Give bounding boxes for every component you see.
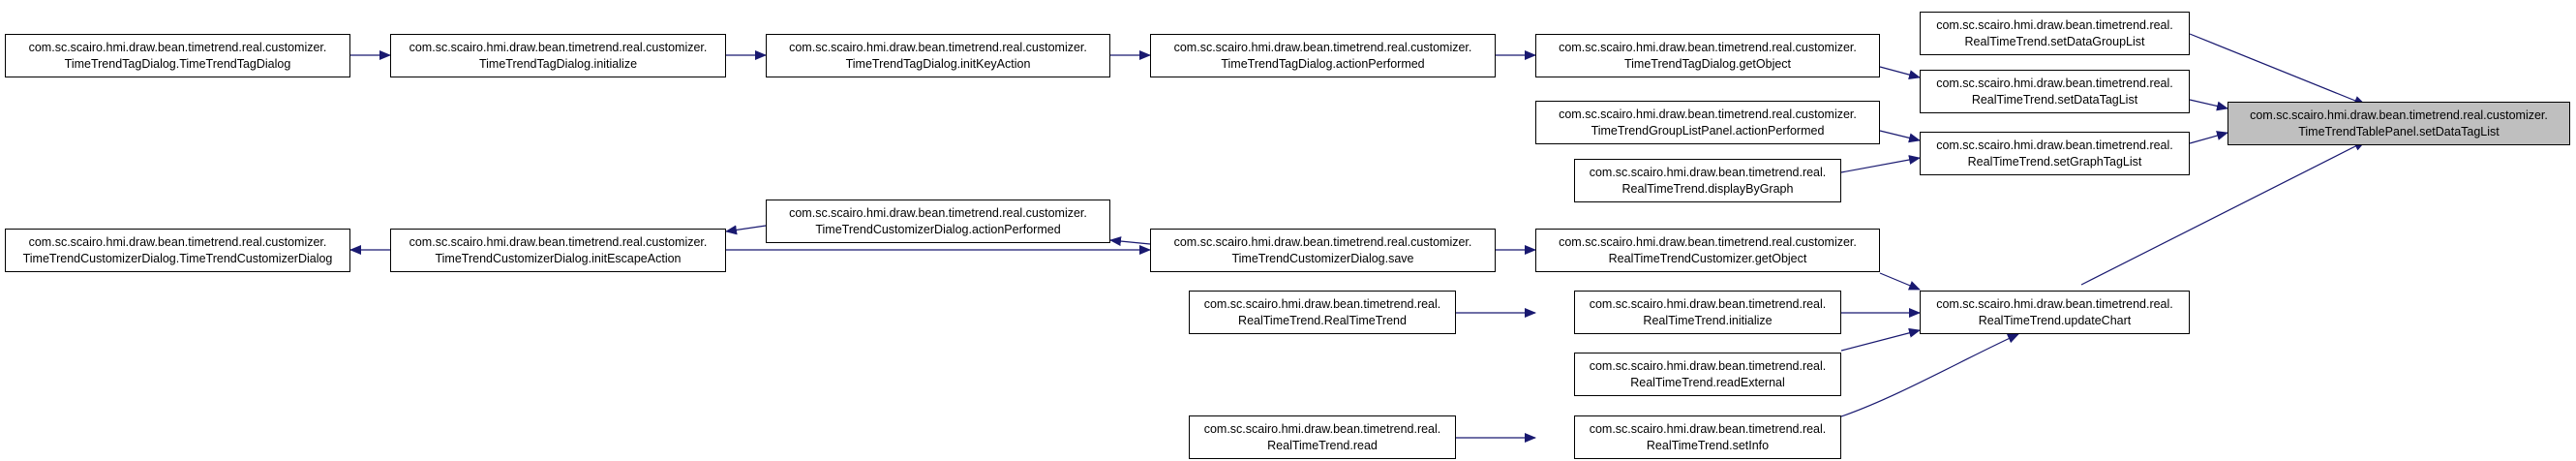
- node-realtimetrend-constructor[interactable]: com.sc.scairo.hmi.draw.bean.timetrend.re…: [1189, 291, 1456, 334]
- node-line-1: com.sc.scairo.hmi.draw.bean.timetrend.re…: [1936, 17, 2173, 32]
- node-realtimetrend-initialize[interactable]: com.sc.scairo.hmi.draw.bean.timetrend.re…: [1574, 291, 1841, 334]
- node-line-2: TimeTrendTablePanel.setDataTagList: [2298, 124, 2500, 138]
- node-line-2: TimeTrendTagDialog.initKeyAction: [845, 56, 1031, 71]
- node-line-1: com.sc.scairo.hmi.draw.bean.timetrend.re…: [1559, 234, 1857, 249]
- edge-n07-n08: [2189, 99, 2228, 111]
- node-line-1: com.sc.scairo.hmi.draw.bean.timetrend.re…: [1173, 234, 1472, 249]
- node-line-2: RealTimeTrendCustomizer.getObject: [1608, 251, 1807, 265]
- node-line-1: com.sc.scairo.hmi.draw.bean.timetrend.re…: [1589, 296, 1827, 311]
- node-line-2: RealTimeTrend.RealTimeTrend: [1238, 313, 1407, 327]
- node-realtimetrend-updatechart[interactable]: com.sc.scairo.hmi.draw.bean.timetrend.re…: [1920, 291, 2190, 334]
- node-line-2: TimeTrendTagDialog.actionPerformed: [1221, 56, 1425, 71]
- edge-n05-n07: [1879, 66, 1921, 79]
- node-line-1: com.sc.scairo.hmi.draw.bean.timetrend.re…: [2250, 108, 2548, 122]
- node-line-2: TimeTrendCustomizerDialog.save: [1231, 251, 1414, 265]
- edge-n16-n17: [1879, 272, 1921, 291]
- node-line-1: com.sc.scairo.hmi.draw.bean.timetrend.re…: [1936, 76, 2173, 90]
- node-line-1: com.sc.scairo.hmi.draw.bean.timetrend.re…: [1203, 296, 1441, 311]
- edge-n09-n10: [1879, 130, 1921, 143]
- node-line-2: TimeTrendTagDialog.initialize: [478, 56, 638, 71]
- node-line-2: TimeTrendGroupListPanel.actionPerformed: [1591, 123, 1825, 138]
- node-line-1: com.sc.scairo.hmi.draw.bean.timetrend.re…: [789, 40, 1087, 54]
- node-timetrendtagdialog-initialize[interactable]: com.sc.scairo.hmi.draw.bean.timetrend.re…: [390, 34, 726, 77]
- node-line-1: com.sc.scairo.hmi.draw.bean.timetrend.re…: [789, 205, 1087, 220]
- node-line-1: com.sc.scairo.hmi.draw.bean.timetrend.re…: [409, 234, 708, 249]
- node-timetrendcustomizerdialog-constructor[interactable]: com.sc.scairo.hmi.draw.bean.timetrend.re…: [5, 229, 350, 272]
- node-line-1: com.sc.scairo.hmi.draw.bean.timetrend.re…: [1203, 421, 1441, 436]
- node-line-2: TimeTrendTagDialog.getObject: [1623, 56, 1792, 71]
- node-realtimetrend-setgraphtaglist[interactable]: com.sc.scairo.hmi.draw.bean.timetrend.re…: [1920, 132, 2190, 175]
- node-realtimetrend-read[interactable]: com.sc.scairo.hmi.draw.bean.timetrend.re…: [1189, 415, 1456, 459]
- node-line-2: RealTimeTrend.displayByGraph: [1621, 181, 1794, 196]
- node-line-1: com.sc.scairo.hmi.draw.bean.timetrend.re…: [1589, 165, 1827, 179]
- node-line-2: RealTimeTrend.setDataGroupList: [1964, 34, 2145, 48]
- node-line-2: RealTimeTrend.setDataTagList: [1971, 92, 2138, 107]
- node-line-1: com.sc.scairo.hmi.draw.bean.timetrend.re…: [1936, 296, 2173, 311]
- edge-n22-n17: [1840, 333, 2019, 417]
- node-realtimetrend-displaybygraph[interactable]: com.sc.scairo.hmi.draw.bean.timetrend.re…: [1574, 159, 1841, 202]
- node-timetrendgrouplistpanel-actionperformed[interactable]: com.sc.scairo.hmi.draw.bean.timetrend.re…: [1535, 101, 1880, 144]
- node-line-2: TimeTrendCustomizerDialog.TimeTrendCusto…: [22, 251, 333, 265]
- node-realtimetrend-setinfo[interactable]: com.sc.scairo.hmi.draw.bean.timetrend.re…: [1574, 415, 1841, 459]
- node-realtimetrend-setdatagrouplist[interactable]: com.sc.scairo.hmi.draw.bean.timetrend.re…: [1920, 12, 2190, 55]
- node-line-2: RealTimeTrend.read: [1267, 438, 1378, 452]
- node-line-1: com.sc.scairo.hmi.draw.bean.timetrend.re…: [1589, 421, 1827, 436]
- node-line-2: TimeTrendCustomizerDialog.actionPerforme…: [815, 222, 1061, 236]
- node-line-2: RealTimeTrend.updateChart: [1978, 313, 2132, 327]
- edge-n10-n08: [2189, 131, 2228, 144]
- edge-n15-n12: [1109, 236, 1151, 247]
- node-line-1: com.sc.scairo.hmi.draw.bean.timetrend.re…: [409, 40, 708, 54]
- node-realtimetrendcustomizer-getobject[interactable]: com.sc.scairo.hmi.draw.bean.timetrend.re…: [1535, 229, 1880, 272]
- node-line-1: com.sc.scairo.hmi.draw.bean.timetrend.re…: [1559, 40, 1857, 54]
- node-timetrendtagdialog-getobject[interactable]: com.sc.scairo.hmi.draw.bean.timetrend.re…: [1535, 34, 1880, 77]
- edge-n12-n14: [725, 225, 767, 235]
- node-timetrendtablepanel-setdataglist[interactable]: com.sc.scairo.hmi.draw.bean.timetrend.re…: [2227, 102, 2570, 145]
- node-line-1: com.sc.scairo.hmi.draw.bean.timetrend.re…: [28, 40, 327, 54]
- edge-n20-n17: [1840, 327, 1921, 352]
- node-timetrendcustomizerdialog-save[interactable]: com.sc.scairo.hmi.draw.bean.timetrend.re…: [1150, 229, 1496, 272]
- node-line-1: com.sc.scairo.hmi.draw.bean.timetrend.re…: [1173, 40, 1472, 54]
- node-timetrendtagdialog-initkeyaction[interactable]: com.sc.scairo.hmi.draw.bean.timetrend.re…: [766, 34, 1110, 77]
- node-line-1: com.sc.scairo.hmi.draw.bean.timetrend.re…: [1936, 138, 2173, 152]
- edge-n06-n08: [2189, 33, 2366, 106]
- node-realtimetrend-readexternal[interactable]: com.sc.scairo.hmi.draw.bean.timetrend.re…: [1574, 353, 1841, 396]
- node-line-2: TimeTrendCustomizerDialog.initEscapeActi…: [435, 251, 682, 265]
- edge-n11-n10: [1840, 155, 1921, 173]
- node-timetrendtagdialog-constructor[interactable]: com.sc.scairo.hmi.draw.bean.timetrend.re…: [5, 34, 350, 77]
- node-line-1: com.sc.scairo.hmi.draw.bean.timetrend.re…: [28, 234, 327, 249]
- node-timetrendcustomizerdialog-actionperformed[interactable]: com.sc.scairo.hmi.draw.bean.timetrend.re…: [766, 200, 1110, 243]
- node-line-2: RealTimeTrend.setGraphTagList: [1967, 154, 2142, 169]
- edge-n17-n08: [2080, 140, 2366, 286]
- node-line-2: TimeTrendTagDialog.TimeTrendTagDialog: [64, 56, 291, 71]
- node-line-2: RealTimeTrend.readExternal: [1630, 375, 1785, 389]
- node-line-2: RealTimeTrend.initialize: [1643, 313, 1773, 327]
- node-realtimetrend-setdatataglist[interactable]: com.sc.scairo.hmi.draw.bean.timetrend.re…: [1920, 70, 2190, 113]
- node-line-2: RealTimeTrend.setInfo: [1646, 438, 1770, 452]
- node-timetrendcustomizerdialog-initescapeaction[interactable]: com.sc.scairo.hmi.draw.bean.timetrend.re…: [390, 229, 726, 272]
- node-line-1: com.sc.scairo.hmi.draw.bean.timetrend.re…: [1559, 107, 1857, 121]
- node-line-1: com.sc.scairo.hmi.draw.bean.timetrend.re…: [1589, 358, 1827, 373]
- node-timetrendtagdialog-actionperformed[interactable]: com.sc.scairo.hmi.draw.bean.timetrend.re…: [1150, 34, 1496, 77]
